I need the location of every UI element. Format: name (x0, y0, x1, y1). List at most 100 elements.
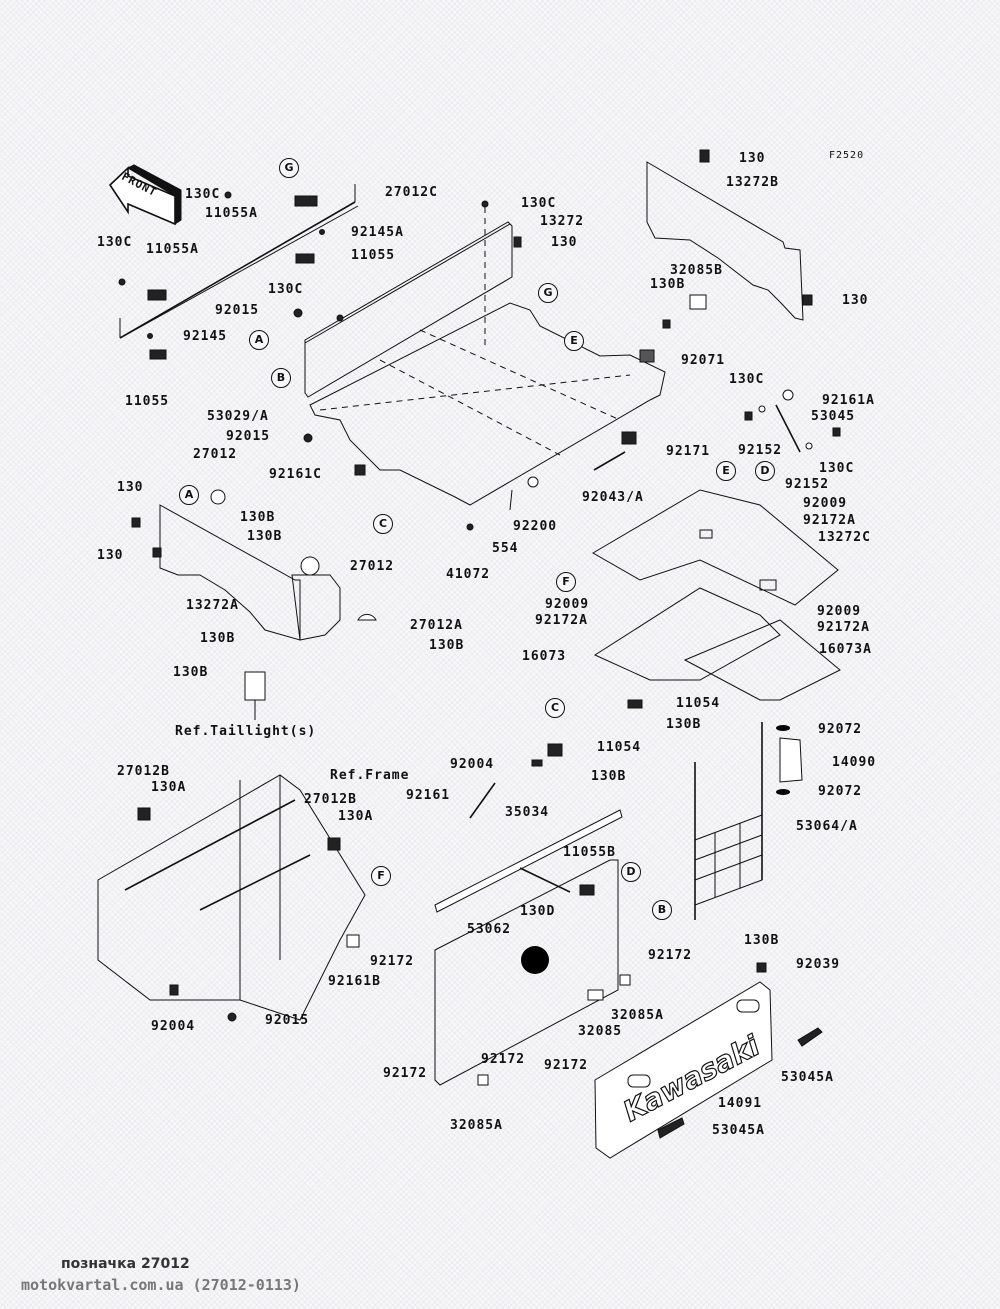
callout-d: D (621, 862, 641, 882)
part-label: 27012 (350, 559, 395, 574)
part-label: 92004 (450, 757, 495, 772)
part-label: 13272B (726, 175, 779, 190)
part-label: 92072 (818, 722, 863, 737)
part-label: 27012 (193, 447, 238, 462)
footer-caption: позначка 27012 (61, 1256, 190, 1272)
part-label: 53045 (811, 409, 856, 424)
tailgate-inner (434, 809, 631, 1086)
part-label: 130C (521, 196, 557, 211)
part-label: 130 (97, 548, 124, 563)
callout-c: C (373, 514, 393, 534)
part-label: 92152 (738, 443, 783, 458)
part-label: 92172 (370, 954, 415, 969)
callout-e: E (564, 331, 584, 351)
part-label: 11055 (351, 248, 396, 263)
part-label: 130B (591, 769, 627, 784)
part-label: 32085 (578, 1024, 623, 1039)
callout-f: F (371, 866, 391, 886)
part-label: 16073A (819, 642, 872, 657)
front-arrow-icon (108, 164, 182, 226)
part-label: 130 (842, 293, 869, 308)
part-label: 130 (117, 480, 144, 495)
part-label: 130 (551, 235, 578, 250)
part-label: 32085A (450, 1118, 503, 1133)
part-label: 130A (151, 780, 187, 795)
part-label: 53064/A (796, 819, 858, 834)
part-label: 130C (185, 187, 221, 202)
callout-b: B (271, 368, 291, 388)
part-label: 92171 (666, 444, 711, 459)
part-label: 92172 (544, 1058, 589, 1073)
callout-a: A (179, 485, 199, 505)
tailgate-outer (594, 962, 823, 1159)
part-label: 92172A (535, 613, 588, 628)
taillight-ref: Ref.Taillight(s) (175, 724, 317, 739)
part-label: 92161 (406, 788, 451, 803)
part-label: 92152 (785, 477, 830, 492)
part-label: 27012B (304, 792, 357, 807)
part-label: 14091 (718, 1096, 763, 1111)
part-label: 92009 (545, 597, 590, 612)
cargo-net (694, 722, 803, 920)
part-label: 92015 (215, 303, 260, 318)
part-label: 92172A (817, 620, 870, 635)
part-label: 130B (666, 717, 702, 732)
part-label: 92039 (796, 957, 841, 972)
part-label: 14090 (832, 755, 877, 770)
part-label: 53045A (712, 1123, 765, 1138)
part-label: 130D (520, 904, 556, 919)
callout-e: E (716, 461, 736, 481)
callout-b: B (652, 900, 672, 920)
part-label: 92200 (513, 519, 558, 534)
part-label: 92004 (151, 1019, 196, 1034)
part-label: 11055A (146, 242, 199, 257)
part-label: 11054 (597, 740, 642, 755)
part-label: 13272C (818, 530, 871, 545)
part-label: 32085A (611, 1008, 664, 1023)
part-label: 13272A (186, 598, 239, 613)
part-label: 27012B (117, 764, 170, 779)
part-label: 16073 (522, 649, 567, 664)
figure-code: F2520 (829, 150, 865, 161)
part-label: 92161C (269, 467, 322, 482)
part-label: 92161A (822, 393, 875, 408)
part-label: 130A (338, 809, 374, 824)
part-label: 92009 (803, 496, 848, 511)
part-label: 92072 (818, 784, 863, 799)
part-label: 92145 (183, 329, 228, 344)
part-label: 130B (650, 277, 686, 292)
part-label: 554 (492, 541, 519, 556)
part-label: 130B (247, 529, 283, 544)
part-label: 92172 (648, 948, 693, 963)
part-label: 92009 (817, 604, 862, 619)
callout-a: A (249, 330, 269, 350)
part-label: 130C (97, 235, 133, 250)
callout-g: G (538, 283, 558, 303)
part-label: 92172 (481, 1052, 526, 1067)
lift-bracket (469, 699, 643, 819)
floor-mats (592, 489, 841, 701)
footer-site-link[interactable]: motokvartal.com.ua (27012-0113) (21, 1276, 301, 1294)
part-label: 130B (240, 510, 276, 525)
part-label: 32085B (670, 263, 723, 278)
bed-floor (303, 302, 666, 531)
part-label: 130B (173, 665, 209, 680)
part-label: 27012C (385, 185, 438, 200)
part-label: 130B (429, 638, 465, 653)
part-label: 53029/A (207, 409, 269, 424)
callout-g: G (279, 158, 299, 178)
damper-assembly (744, 389, 841, 453)
part-label: 92145A (351, 225, 404, 240)
frame-ref: Ref.Frame (330, 768, 410, 783)
part-label: 130C (268, 282, 304, 297)
part-label: 130C (819, 461, 855, 476)
part-label: 53045A (781, 1070, 834, 1085)
part-label: 13272 (540, 214, 585, 229)
part-label: 11055 (125, 394, 170, 409)
part-label: 92172 (383, 1066, 428, 1081)
part-label: 130B (200, 631, 236, 646)
part-label: 11054 (676, 696, 721, 711)
part-label: 130 (739, 151, 766, 166)
part-label: 41072 (446, 567, 491, 582)
